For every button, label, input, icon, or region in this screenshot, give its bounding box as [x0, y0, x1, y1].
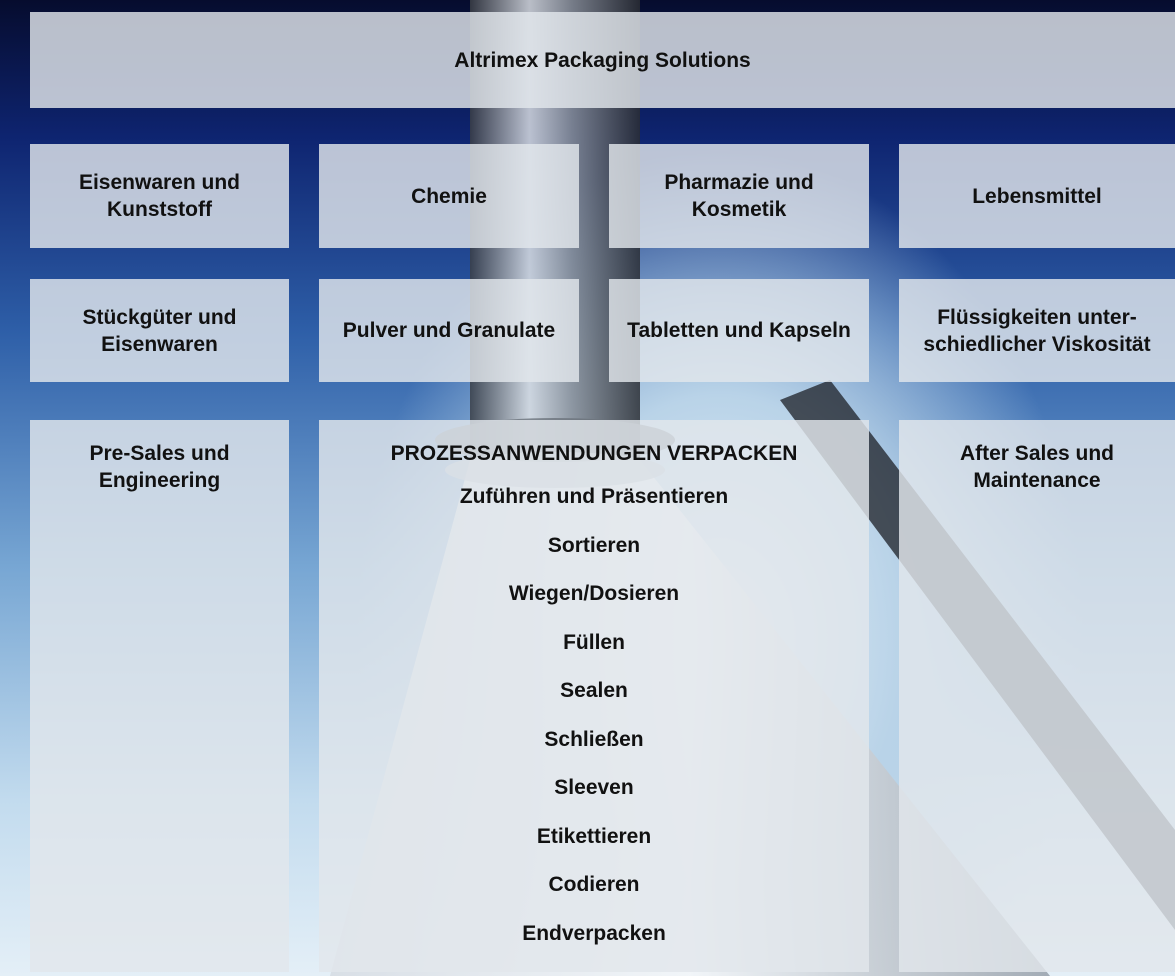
process-step-zufuehren[interactable]: Zuführen und Präsentieren: [459, 485, 729, 508]
process-step-sleeven[interactable]: Sleeven: [554, 776, 634, 799]
industry-label: Eisenwaren und Kunststoff: [78, 171, 241, 221]
industry-box-lebensmittel[interactable]: Lebensmittel: [899, 144, 1175, 248]
product-box-stueckgueter[interactable]: Stückgüter und Eisenwaren: [30, 279, 289, 382]
process-step-sortieren[interactable]: Sortieren: [547, 533, 641, 557]
product-label: Stückgüter und Eisenwaren: [82, 305, 237, 356]
process-step-endverpacken[interactable]: Endverpacken: [522, 921, 666, 945]
process-heading: PROZESSANWENDUNGEN VERPACKEN: [390, 442, 798, 465]
service-label-pre-sales: Pre-Sales und Engineering: [89, 442, 230, 492]
process-step-etikettieren[interactable]: Etikettieren: [536, 824, 652, 848]
product-box-fluessigkeiten[interactable]: Flüssigkeiten unter- schiedlicher Viskos…: [899, 279, 1175, 382]
industry-label: Pharmazie und Kosmetik: [664, 171, 814, 221]
industry-label: Lebensmittel: [972, 184, 1102, 208]
product-box-tabletten-kapseln[interactable]: Tabletten und Kapseln: [609, 279, 869, 382]
service-box-after-sales[interactable]: After Sales und Maintenance: [899, 420, 1175, 972]
product-box-pulver-granulate[interactable]: Pulver und Granulate: [319, 279, 579, 382]
process-box: PROZESSANWENDUNGEN VERPACKEN Zuführen un…: [319, 420, 869, 972]
process-step-codieren[interactable]: Codieren: [548, 873, 640, 896]
industry-box-eisenwaren-kunststoff[interactable]: Eisenwaren und Kunststoff: [30, 144, 289, 248]
process-step-fuellen[interactable]: Füllen: [563, 630, 625, 654]
industry-box-chemie[interactable]: Chemie: [319, 144, 579, 248]
product-label: Pulver und Granulate: [342, 319, 556, 342]
process-step-wiegen-dosieren[interactable]: Wiegen/Dosieren: [508, 582, 680, 605]
industry-label: Chemie: [411, 184, 487, 208]
process-step-schliessen[interactable]: Schließen: [544, 727, 644, 751]
industry-box-pharmazie-kosmetik[interactable]: Pharmazie und Kosmetik: [609, 144, 869, 248]
header-title: Altrimex Packaging Solutions: [454, 48, 751, 72]
product-label: Flüssigkeiten unter- schiedlicher Viskos…: [923, 305, 1151, 356]
service-label-after-sales: After Sales und Maintenance: [959, 442, 1115, 492]
header-title-box: Altrimex Packaging Solutions: [30, 12, 1175, 108]
service-box-pre-sales[interactable]: Pre-Sales und Engineering: [30, 420, 289, 972]
process-step-sealen[interactable]: Sealen: [560, 679, 628, 702]
product-label: Tabletten und Kapseln: [627, 319, 851, 342]
